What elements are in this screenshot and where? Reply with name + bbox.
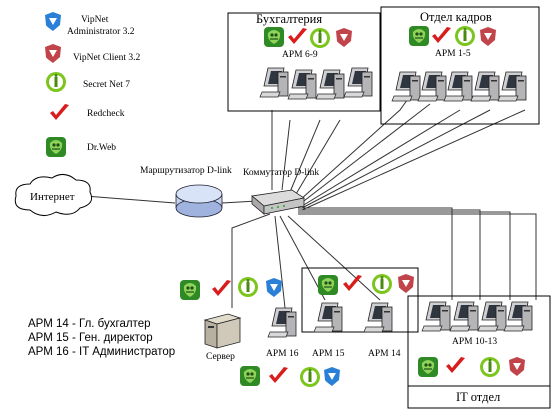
workstation-icon	[470, 71, 500, 102]
router-icon	[175, 184, 223, 218]
role-note: АРМ 14 - Гл. бухгалтер	[28, 318, 151, 330]
workstations-label: АРМ 6-9	[282, 50, 318, 60]
workstation-icon	[477, 301, 507, 332]
workstation-label: АРМ 15	[312, 349, 345, 359]
zone-it: АРМ 10-13	[407, 295, 551, 387]
workstation-icon	[267, 307, 297, 338]
role-note: АРМ 15 - Ген. директор	[28, 332, 153, 344]
redcheck-icon	[432, 27, 451, 43]
legend-label: Administrator 3.2	[67, 27, 135, 37]
legend-label: Redcheck	[87, 109, 125, 119]
software-legend: VipNet Administrator 3.2 VipNet Client 3…	[45, 12, 140, 158]
workstation-icon	[417, 71, 447, 102]
redcheck-icon	[269, 367, 288, 383]
redcheck-icon	[212, 280, 231, 296]
workstation-label: АРМ 16	[266, 349, 299, 359]
workstation-icon	[443, 71, 473, 102]
drweb-icon	[408, 25, 430, 47]
legend-label: VipNet	[81, 15, 109, 25]
network-cables	[84, 95, 537, 309]
workstation-label: АРМ 14	[368, 349, 401, 359]
workstation-icon	[497, 71, 527, 102]
vipnet-administrator-icon	[324, 367, 340, 386]
secret-net-icon	[455, 26, 475, 46]
drweb-icon	[263, 26, 285, 48]
server-icon	[203, 313, 242, 349]
secret-net-icon	[238, 277, 258, 297]
zone-it-caption-box	[407, 385, 551, 409]
router-label: Маршрутизатор D-link	[140, 166, 232, 176]
secret-net-icon	[300, 367, 320, 387]
zone-management	[301, 267, 419, 333]
redcheck-icon	[446, 357, 465, 373]
vipnet-client-icon	[480, 27, 496, 46]
workstation-icon	[449, 301, 479, 332]
drweb-icon	[417, 356, 439, 378]
redcheck-icon	[288, 28, 307, 44]
vipnet-client-icon	[398, 274, 414, 293]
redcheck-icon	[50, 104, 69, 120]
redcheck-icon	[343, 275, 362, 291]
workstation-icon	[315, 69, 345, 100]
workstation-icon	[259, 67, 289, 98]
role-notes: АРМ 14 - Гл. бухгалтер АРМ 15 - Ген. дир…	[28, 318, 175, 358]
switch-label: Коммутатор D-link	[243, 168, 319, 178]
workstation-icon	[343, 67, 373, 98]
zone-title: Отдел кадров	[420, 10, 492, 24]
vipnet-administrator-icon	[45, 12, 61, 31]
workstation-icon	[421, 301, 451, 332]
drweb-icon	[45, 136, 67, 158]
workstation-icon	[503, 301, 533, 332]
drweb-icon	[317, 274, 339, 296]
secret-net-icon	[480, 357, 500, 377]
workstation-icon	[391, 71, 421, 102]
workstations-label: АРМ 1-5	[435, 49, 471, 59]
zone-hr: Отдел кадров АРМ 1-5	[380, 6, 540, 125]
vipnet-client-icon	[509, 357, 525, 376]
secret-net-icon	[46, 72, 66, 92]
workstations-label: АРМ 10-13	[452, 337, 497, 347]
role-note: АРМ 16 - IT Администратор	[28, 346, 175, 358]
zone-accounting: Бухгалтерия АРМ 6-9	[227, 12, 381, 112]
internet-label: Интернет	[30, 191, 75, 203]
internet-cloud: Интернет	[14, 174, 93, 216]
secret-net-icon	[372, 274, 392, 294]
zone-title: Бухгалтерия	[256, 12, 322, 26]
workstation-icon	[287, 69, 317, 100]
server-label: Сервер	[206, 352, 235, 362]
zone-title: IT отдел	[456, 390, 500, 404]
legend-label: Dr.Web	[87, 143, 116, 153]
legend-label: Secret Net 7	[83, 80, 130, 90]
workstation-icon	[313, 302, 343, 333]
workstation-icon	[363, 302, 393, 333]
vipnet-client-icon	[45, 44, 61, 63]
switch-icon	[251, 189, 306, 215]
drweb-icon	[239, 365, 261, 387]
secret-net-icon	[310, 28, 330, 48]
drweb-icon	[179, 279, 201, 301]
vipnet-client-icon	[336, 28, 352, 47]
legend-label: VipNet Client 3.2	[73, 53, 140, 63]
vipnet-administrator-icon	[266, 278, 282, 297]
